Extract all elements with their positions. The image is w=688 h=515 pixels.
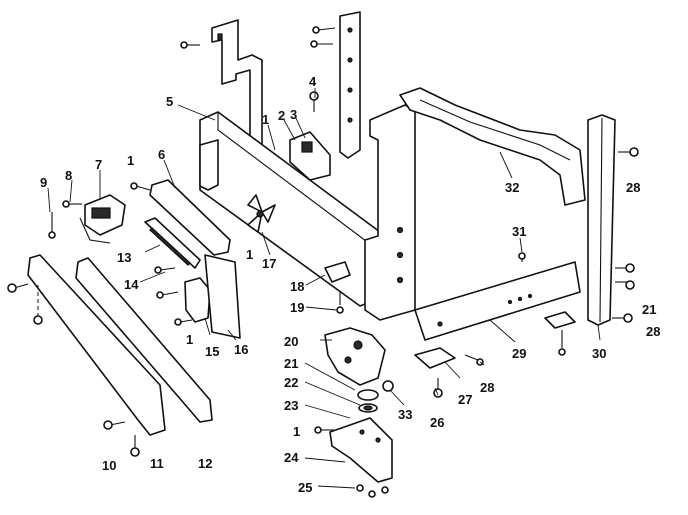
base-bracket — [329, 417, 393, 483]
callout-15: 15 — [205, 344, 219, 359]
retaining-clip — [324, 261, 351, 283]
callout-7: 7 — [95, 157, 102, 172]
leader-lines — [47, 88, 601, 489]
lower-right-clip — [544, 311, 576, 348]
callout-6: 6 — [158, 147, 165, 162]
callout-11: 11 — [150, 456, 164, 471]
callout-20: 20 — [284, 334, 298, 349]
callout-27: 27 — [458, 392, 472, 407]
callout-28-upper: 28 — [626, 180, 640, 195]
callout-8: 8 — [65, 168, 72, 183]
callout-33: 33 — [398, 407, 412, 422]
callout-1-bottom: 1 — [293, 424, 300, 439]
main-frame-beam — [199, 111, 381, 307]
callout-12: 12 — [198, 456, 212, 471]
wing-bracket — [414, 347, 456, 369]
upper-cross-brace — [399, 87, 586, 206]
bottom-side-rail — [414, 261, 581, 341]
callout-21-left: 21 — [284, 356, 298, 371]
callout-2: 2 — [278, 108, 285, 123]
stacked-washers — [357, 380, 394, 413]
callout-32: 32 — [505, 180, 519, 195]
callout-24: 24 — [284, 450, 299, 465]
ribbed-strip — [144, 217, 201, 269]
callout-13: 13 — [117, 250, 131, 265]
callout-21-right: 21 — [642, 302, 656, 317]
fasteners — [7, 147, 639, 498]
callout-1-center: 1 — [246, 247, 253, 262]
callout-28-lower: 28 — [480, 380, 494, 395]
callout-22: 22 — [284, 375, 298, 390]
right-side-frame — [364, 104, 416, 321]
mount-plates — [184, 254, 241, 339]
callout-16: 16 — [234, 342, 248, 357]
callout-3: 3 — [290, 107, 297, 122]
right-vertical-rail — [587, 114, 616, 326]
callout-29: 29 — [512, 346, 526, 361]
callout-14: 14 — [124, 277, 139, 292]
callout-5: 5 — [166, 94, 173, 109]
switch-assembly — [79, 194, 126, 244]
side-angle-bracket — [149, 179, 231, 256]
callout-26: 26 — [430, 415, 444, 430]
callout-30: 30 — [592, 346, 606, 361]
valve-block-assembly — [324, 327, 386, 386]
upper-vertical-rail — [339, 11, 361, 159]
callout-19: 19 — [290, 300, 304, 315]
callout-28-right: 28 — [646, 324, 660, 339]
callout-4: 4 — [309, 74, 317, 89]
callout-labels: 5 1 2 3 4 6 1 7 8 9 13 14 1 17 18 19 1 1… — [40, 74, 660, 495]
top-screws — [180, 26, 336, 112]
callout-1-left: 1 — [127, 153, 134, 168]
lower-left-rails — [27, 254, 213, 436]
callout-17: 17 — [262, 256, 276, 271]
callout-31: 31 — [512, 224, 526, 239]
callout-25: 25 — [298, 480, 312, 495]
callout-1-lower: 1 — [186, 332, 193, 347]
fan-blade — [247, 194, 276, 233]
callout-23: 23 — [284, 398, 298, 413]
upper-mount-bracket — [289, 131, 331, 181]
callout-9: 9 — [40, 175, 47, 190]
callout-10: 10 — [102, 458, 116, 473]
callout-18: 18 — [290, 279, 304, 294]
callout-1-upper: 1 — [262, 112, 269, 127]
